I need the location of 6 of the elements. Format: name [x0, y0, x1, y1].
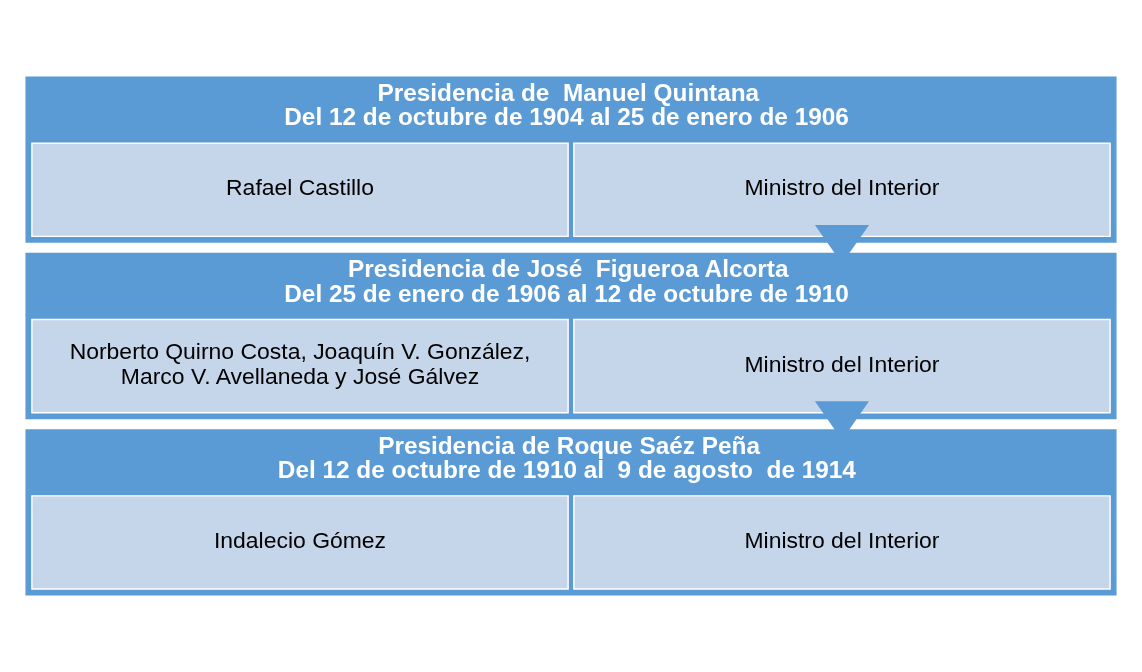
node-box: Ministro del Interior [573, 318, 1111, 414]
node-box: Indalecio Gómez [31, 495, 569, 590]
node-box: Ministro del Interior [573, 495, 1111, 590]
node-box: Rafael Castillo [31, 142, 569, 238]
node-box: Norberto Quirno Costa, Joaquín V. González, Marco V. Avellaneda y José Gálvez [31, 318, 569, 414]
node-box: Ministro del Interior [573, 142, 1111, 238]
